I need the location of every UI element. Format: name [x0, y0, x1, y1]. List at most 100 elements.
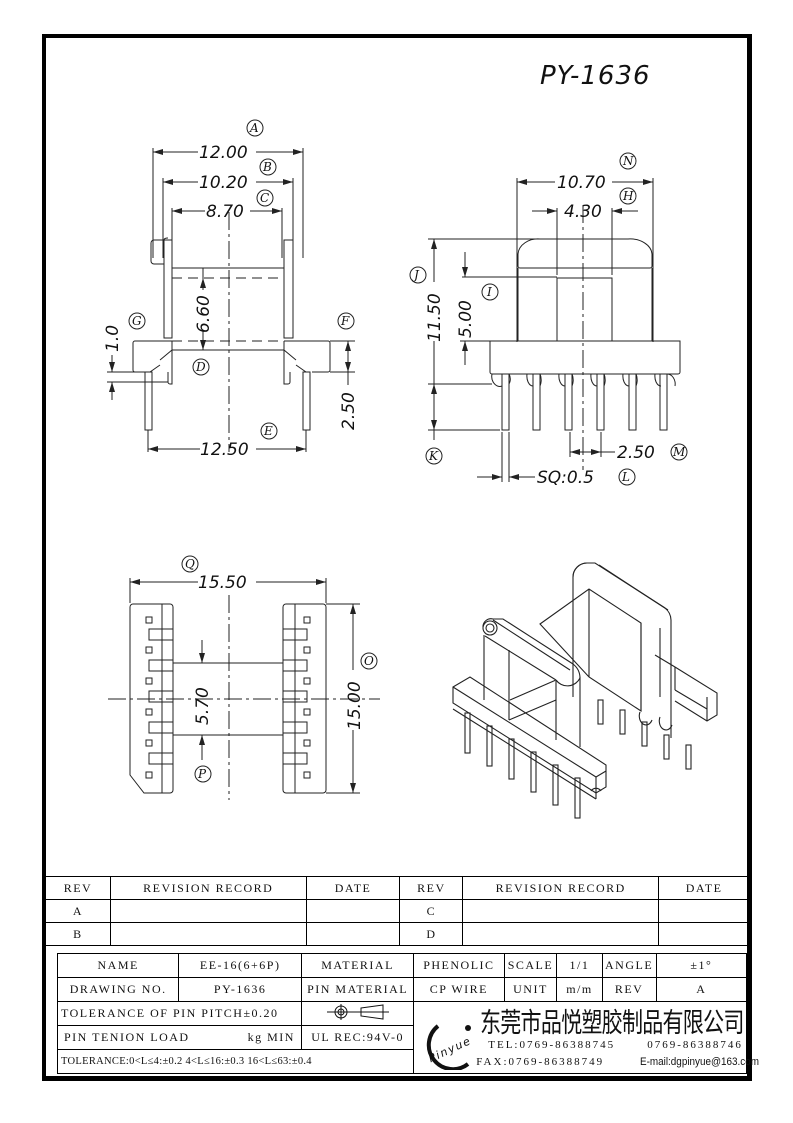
label-o: O: [364, 654, 374, 668]
projection-symbol: [300, 1001, 415, 1026]
bottom-view: [108, 578, 380, 800]
dim-value-m: 2.50: [617, 443, 655, 463]
side-view-labels: N H J I K M L: [409, 152, 688, 486]
pin-load-cell: PIN TENION LOAD kg MIN: [57, 1025, 302, 1050]
unit-value: m/m: [556, 977, 603, 1002]
label-l: L: [621, 470, 630, 484]
revision-record-cell: [462, 899, 660, 923]
iso-pin: [685, 744, 692, 770]
pin-material-label: PIN MATERIAL: [300, 977, 415, 1002]
dim-value-h: 4.30: [564, 202, 602, 222]
iso-back-pins: [597, 699, 692, 770]
pin-hole: [145, 616, 153, 624]
dim-value-d: 6.60: [194, 295, 214, 333]
comb-slot: [282, 721, 308, 734]
rev-cell: A: [45, 899, 111, 923]
date-header: DATE: [658, 876, 750, 900]
rev-value: A: [655, 977, 748, 1002]
company-logo: Pinyue: [418, 1014, 480, 1072]
bottom-view-labels: Q O P: [181, 555, 378, 783]
dim-value-g: 1.0: [103, 325, 123, 352]
date-cell: [305, 899, 401, 923]
scale-label: SCALE: [503, 953, 558, 978]
pinyue-logo-icon: Pinyue: [427, 1024, 474, 1072]
label-k: K: [428, 449, 439, 463]
date-header: DATE: [305, 876, 401, 900]
iso-pin: [552, 764, 559, 806]
side-view: [428, 178, 681, 482]
pin-load-unit: kg MIN: [247, 1030, 295, 1044]
label-n: N: [622, 154, 634, 168]
pin-hole: [303, 677, 311, 685]
dim-value-e: 12.50: [200, 440, 249, 460]
rev-label: REV: [601, 977, 657, 1002]
iso-pin: [619, 709, 626, 735]
pin-hole: [303, 708, 311, 716]
drawing-title: PY-1636: [540, 61, 651, 91]
ul-rec: UL REC:94V-0: [300, 1025, 415, 1050]
drawing-no-value: PY-1636: [178, 977, 302, 1002]
date-cell: [658, 899, 750, 923]
front-view-labels: A B C D E F G: [128, 119, 355, 440]
pin-pitch-tolerance: TOLERANCE OF PIN PITCH±0.20: [57, 1001, 302, 1026]
company-fax: FAX:0769-86388749: [476, 1056, 605, 1068]
rev-cell: D: [399, 922, 464, 946]
company-block: Pinyue 东莞市品悦塑胶制品有限公司 TEL:0769-86388745 0…: [413, 1001, 759, 1074]
comb-slot: [148, 628, 174, 641]
logo-text: Pinyue: [427, 1034, 474, 1065]
front-view: [107, 148, 355, 452]
dim-value-o: 15.00: [345, 681, 365, 730]
name-label: NAME: [56, 953, 180, 978]
comb-slot: [148, 690, 174, 703]
pin-hole: [145, 646, 153, 654]
label-i: I: [486, 285, 492, 299]
label-h: H: [622, 189, 634, 203]
pin-hole: [145, 708, 153, 716]
pin-load-label: PIN TENION LOAD: [64, 1030, 190, 1044]
company-tel-2: 0769-86388746: [647, 1039, 743, 1051]
iso-pin: [597, 699, 604, 725]
dim-value-i: 5.00: [456, 300, 476, 338]
label-b: B: [262, 160, 272, 174]
revision-record-header: REVISION RECORD: [462, 876, 660, 900]
scale-value: 1/1: [556, 953, 603, 978]
name-value: EE-16(6+6P): [178, 953, 302, 978]
comb-slot: [282, 628, 308, 641]
drawing-no-label: DRAWING NO.: [56, 977, 180, 1002]
revision-header-row: REV REVISION RECORD DATE REV REVISION RE…: [45, 876, 750, 900]
side-view-pins: [491, 373, 676, 431]
dim-value-n: 10.70: [557, 173, 606, 193]
comb-slot: [282, 752, 308, 765]
rev-cell: C: [399, 899, 464, 923]
isometric-view: [452, 562, 718, 819]
dim-value-a: 12.00: [199, 143, 248, 163]
dim-value-p: 5.70: [193, 687, 213, 725]
material-value: PHENOLIC: [413, 953, 505, 978]
revision-record-cell: [109, 922, 307, 946]
label-a: A: [249, 121, 259, 135]
dim-value-j: 11.50: [425, 293, 445, 342]
company-tel: TEL:0769-86388745: [488, 1039, 616, 1051]
iso-pin: [464, 712, 471, 754]
date-cell: [305, 922, 401, 946]
revision-record-cell: [109, 899, 307, 923]
label-m: M: [672, 445, 686, 459]
label-q: Q: [185, 557, 195, 571]
iso-pin: [530, 751, 537, 793]
comb-slot: [148, 659, 174, 672]
iso-pin: [486, 725, 493, 767]
revision-row: B D: [45, 922, 750, 946]
label-g: G: [132, 314, 142, 328]
pin-hole: [145, 771, 153, 779]
angle-value: ±1°: [655, 953, 748, 978]
pin-hole: [145, 677, 153, 685]
revision-record-cell: [462, 922, 660, 946]
dim-value-f: 2.50: [339, 392, 359, 430]
pin-material-value: CP WIRE: [413, 977, 505, 1002]
label-f: F: [340, 314, 350, 328]
pin-hole: [303, 616, 311, 624]
rev-cell: B: [45, 922, 111, 946]
iso-front-pins: [464, 712, 581, 819]
dim-value-l: SQ:0.5: [537, 468, 594, 488]
